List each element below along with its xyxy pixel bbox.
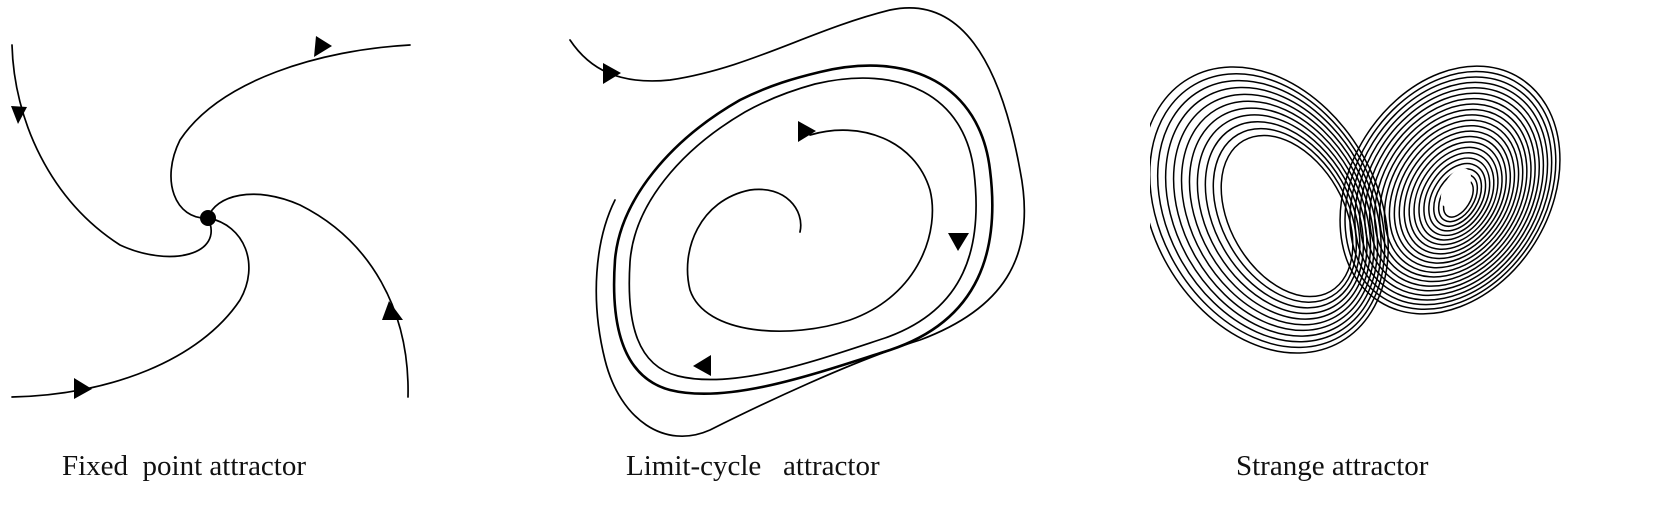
trajectory-bottom-left [11,217,250,398]
fixed-point-panel: Fixed point attractor [0,0,440,508]
right-lobe-orbit [1408,141,1503,251]
right-lobe-orbit [1418,152,1495,241]
right-lobe-orbit [1354,81,1549,301]
outer-trajectory [569,7,1026,437]
arrow-bottom [693,355,711,376]
right-lobe-orbit [1423,157,1491,237]
arrow-top [314,36,332,57]
right-lobe-orbit [1388,119,1520,269]
right-lobe-orbit [1373,103,1532,283]
inner-spiral [686,129,934,333]
arrow-top-left [11,106,27,124]
arrow-bottom-left [74,378,92,399]
limit-cycle-loop [612,64,994,396]
strange-panel: Strange attractor [1141,0,1671,508]
right-lobe-orbit [1359,87,1545,297]
arrow-inner [798,121,816,142]
right-lobe-orbit [1383,114,1524,274]
left-lobe-orbit [1196,114,1365,315]
right-lobe-orbit [1363,92,1541,292]
right-lobe-orbit [1368,97,1536,287]
limit-cycle-diagram [569,7,1026,437]
right-lobe-orbit [1428,162,1487,232]
strange-attractor-diagram [1141,65,1561,354]
left-lobe-orbit [1164,86,1379,337]
left-lobe-orbit [1172,93,1375,332]
right-lobe-orbit [1349,76,1553,306]
right-lobe-orbit [1398,130,1512,260]
arrow-outer [603,63,621,84]
right-lobe-orbit [1339,65,1561,315]
limit-cycle-loop-inner [628,77,977,381]
fixed-point-caption: Fixed point attractor [62,450,307,482]
left-lobe-orbit [1156,79,1382,343]
trajectory-top-right [170,44,411,219]
trajectory-bottom-right [207,193,409,398]
right-lobe [1339,65,1561,315]
fixed-point-dot [200,210,216,226]
limit-cycle-panel: Limit-cycle attractor [560,0,1060,508]
limit-cycle-caption: Limit-cycle attractor [626,450,880,482]
right-lobe-orbit [1413,146,1499,246]
trajectory-top-left [11,44,212,258]
fixed-point-diagram [11,36,411,399]
left-lobe-orbit [1141,66,1389,354]
left-lobe-orbit [1204,121,1361,309]
right-lobe-center [1440,168,1472,208]
right-lobe-orbit [1433,168,1483,227]
left-lobe-orbit [1220,134,1354,298]
right-lobe-orbit [1393,124,1516,264]
arrow-bottom-right [382,301,403,320]
right-lobe-orbit [1403,135,1507,255]
right-lobe-orbit [1344,70,1557,310]
left-lobe-orbit [1212,127,1358,303]
left-lobe-orbit [1188,107,1368,320]
strange-caption: Strange attractor [1236,450,1429,482]
arrow-right [948,233,969,251]
right-lobe-orbit [1378,108,1528,278]
